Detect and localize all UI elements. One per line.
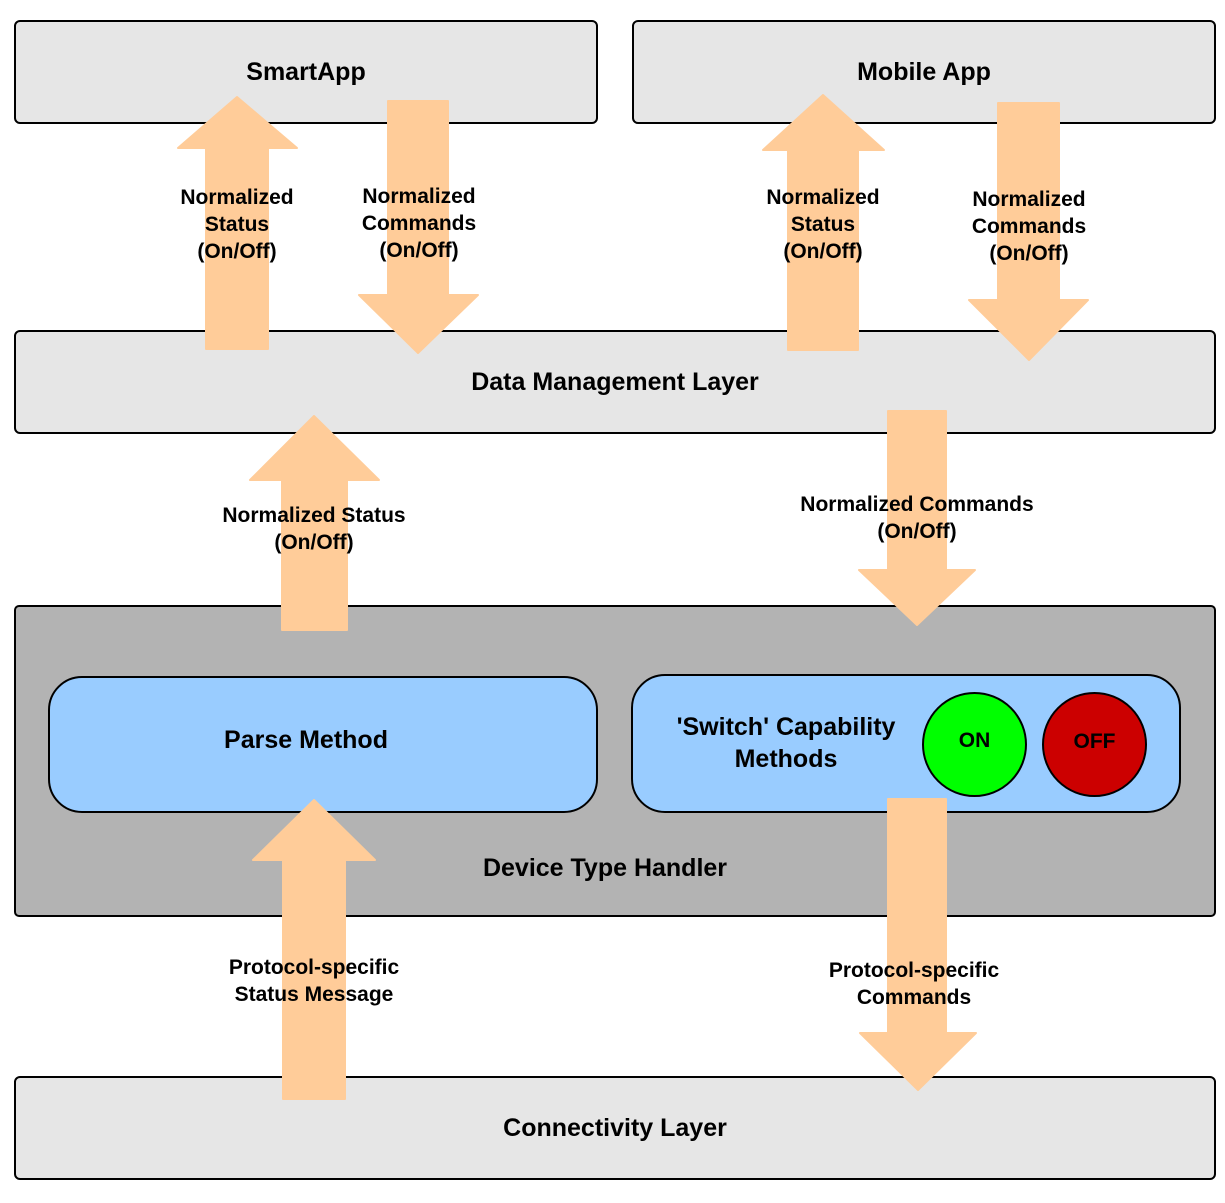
parse-method-box bbox=[48, 676, 598, 813]
off-label: OFF bbox=[1073, 729, 1116, 753]
smartapp-status-label: Normalized Status (On/Off) bbox=[180, 186, 294, 263]
protocol-status-arrow bbox=[252, 799, 376, 1100]
smartapp-status-arrow bbox=[177, 96, 298, 350]
smartapp-commands-arrow bbox=[358, 100, 479, 354]
switch-capability-label: 'Switch' Capability Methods bbox=[676, 713, 896, 773]
connectivity-layer-box: Connectivity Layer bbox=[14, 1076, 1216, 1180]
mobile-status-arrow bbox=[762, 94, 885, 351]
smartapp-box: SmartApp bbox=[14, 20, 598, 124]
parse-method-label: Parse Method bbox=[224, 726, 388, 754]
mobile-commands-label: Normalized Commands (On/Off) bbox=[971, 188, 1087, 265]
mobile-commands-arrow bbox=[968, 102, 1089, 361]
smartapp-commands-label: Normalized Commands (On/Off) bbox=[361, 185, 477, 262]
connectivity-layer-label: Connectivity Layer bbox=[503, 1113, 727, 1142]
protocol-commands-label: Protocol-specific Commands bbox=[828, 959, 1000, 1009]
smartapp-label: SmartApp bbox=[246, 57, 366, 86]
dth-status-label: Normalized Status (On/Off) bbox=[222, 504, 406, 554]
protocol-commands-arrow bbox=[859, 798, 977, 1091]
dth-commands-label: Normalized Commands (On/Off) bbox=[800, 493, 1034, 543]
device-type-handler-label: Device Type Handler bbox=[482, 854, 728, 882]
mobile-status-label: Normalized Status (On/Off) bbox=[766, 186, 880, 263]
on-label: ON bbox=[958, 728, 991, 752]
off-button: OFF bbox=[1042, 692, 1147, 797]
mobile-app-box: Mobile App bbox=[632, 20, 1216, 124]
dth-commands-arrow bbox=[858, 410, 976, 626]
data-management-layer-label: Data Management Layer bbox=[471, 367, 759, 396]
mobile-app-label: Mobile App bbox=[857, 57, 991, 86]
on-button: ON bbox=[922, 692, 1027, 797]
protocol-status-label: Protocol-specific Status Message bbox=[228, 956, 400, 1006]
dth-status-arrow bbox=[249, 415, 380, 631]
